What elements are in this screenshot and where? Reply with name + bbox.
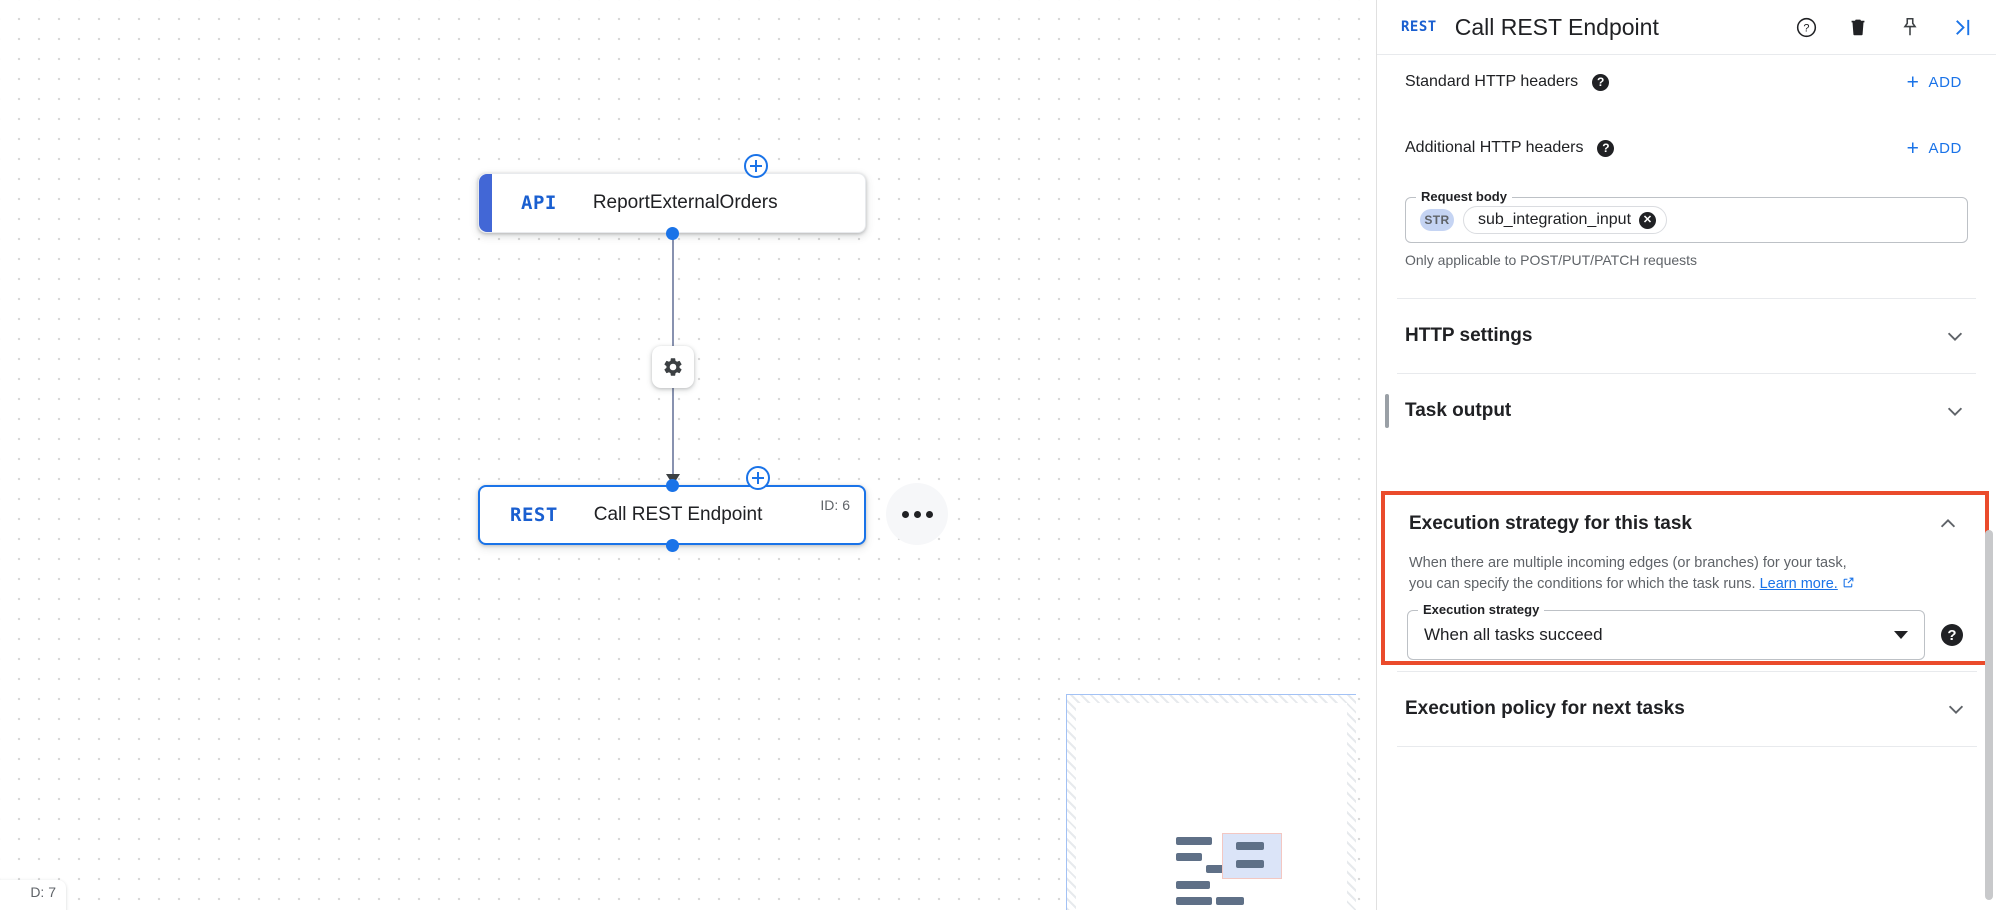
execution-strategy-select[interactable]: Execution strategy When all tasks succee… (1407, 602, 1925, 661)
offscreen-node-card[interactable]: D: 7 (0, 880, 66, 910)
flow-canvas[interactable]: API ReportExternalOrders REST Call REST … (0, 0, 1376, 910)
execution-strategy-value: When all tasks succeed (1424, 625, 1603, 645)
close-icon[interactable]: ✕ (1639, 211, 1657, 229)
section-http-settings[interactable]: HTTP settings (1377, 299, 1996, 373)
edge-settings-button[interactable] (652, 346, 694, 388)
external-link-icon[interactable] (1842, 576, 1855, 589)
add-label: ADD (1928, 139, 1962, 157)
task-output-marker (1385, 394, 1389, 428)
canvas-floating-panel[interactable] (1066, 694, 1356, 910)
chevron-down-icon (1947, 407, 1963, 417)
delete-icon[interactable] (1846, 15, 1870, 39)
execution-strategy-header[interactable]: Execution strategy for this task (1385, 495, 1985, 553)
chip-label: sub_integration_input (1478, 211, 1632, 228)
node-type-badge: REST (510, 504, 558, 526)
node-more-options-button[interactable] (886, 483, 948, 545)
section-title: HTTP settings (1405, 325, 1533, 346)
section-execution-policy[interactable]: Execution policy for next tasks (1377, 672, 1996, 746)
description-line-1: When there are multiple incoming edges (… (1409, 555, 1847, 571)
task-config-panel[interactable]: REST Call REST Endpoint ? Stand (1376, 0, 1996, 910)
more-dot (901, 510, 909, 518)
collapse-panel-icon[interactable] (1950, 15, 1974, 39)
additional-http-headers-label: Additional HTTP headers (1405, 139, 1584, 156)
panel-header: REST Call REST Endpoint ? (1377, 0, 1996, 55)
plus-icon: + (1906, 70, 1920, 94)
add-node-handle[interactable] (744, 154, 768, 178)
request-body-variable-chip[interactable]: sub_integration_input ✕ (1463, 206, 1668, 234)
request-body-type-badge: STR (1420, 209, 1454, 231)
learn-more-link[interactable]: Learn more. (1759, 575, 1838, 592)
standard-http-headers-row: Standard HTTP headers ? + ADD (1377, 59, 1996, 105)
divider (1397, 671, 1977, 672)
chevron-up-icon (1940, 518, 1956, 528)
help-icon[interactable]: ? (1941, 624, 1963, 647)
page-title: Call REST Endpoint (1454, 13, 1659, 40)
node-title: Call REST Endpoint (593, 504, 763, 525)
panel-type-badge: REST (1401, 19, 1437, 35)
section-task-output[interactable]: Task output (1377, 374, 1996, 448)
svg-text:?: ? (1803, 22, 1809, 34)
additional-http-headers-row: Additional HTTP headers ? + ADD (1377, 125, 1996, 171)
panel-inner (1076, 703, 1347, 910)
section-title: Task output (1405, 400, 1512, 421)
node-accent-bar (479, 174, 492, 232)
divider (1397, 298, 1976, 299)
request-body-legend: Request body (1416, 189, 1512, 204)
divider (1397, 373, 1976, 374)
description-line-2: you can specify the conditions for which… (1409, 575, 1756, 592)
panel-scrollbar[interactable] (1985, 0, 1993, 910)
chevron-down-icon (1947, 332, 1963, 342)
node-output-port[interactable] (666, 227, 679, 240)
plus-icon: + (1906, 136, 1920, 160)
node-type-badge: API (521, 192, 557, 214)
add-node-handle[interactable] (746, 466, 770, 490)
panel-body[interactable]: Standard HTTP headers ? + ADD Additional… (1377, 59, 1996, 910)
section-title: Execution strategy for this task (1409, 513, 1692, 534)
node-output-port[interactable] (666, 539, 679, 552)
help-icon[interactable]: ? (1794, 15, 1818, 39)
execution-strategy-description: When there are multiple incoming edges (… (1385, 553, 1985, 594)
node-title: ReportExternalOrders (592, 192, 778, 213)
add-standard-header-button[interactable]: + ADD (1907, 72, 1962, 93)
chevron-down-icon[interactable] (1894, 631, 1908, 640)
help-icon[interactable]: ? (1592, 73, 1610, 91)
pin-icon[interactable] (1898, 15, 1922, 39)
request-body-helper-text: Only applicable to POST/PUT/PATCH reques… (1405, 252, 1698, 268)
help-icon[interactable]: ? (1597, 139, 1615, 157)
execution-strategy-legend: Execution strategy (1418, 602, 1545, 618)
section-title: Execution policy for next tasks (1405, 698, 1685, 719)
node-id-label: ID: 6 (820, 497, 850, 513)
more-dot (913, 510, 921, 518)
execution-strategy-field[interactable]: Execution strategy When all tasks succee… (1385, 602, 1985, 661)
placeholder-illustration (1176, 833, 1306, 905)
scrollbar-thumb[interactable] (1985, 530, 1993, 900)
standard-http-headers-label: Standard HTTP headers (1405, 73, 1579, 90)
offscreen-node-id-label: D: 7 (30, 884, 56, 900)
section-execution-strategy[interactable]: Execution strategy for this task When th… (1381, 491, 1989, 665)
node-input-port[interactable] (666, 479, 679, 492)
flow-node-api[interactable]: API ReportExternalOrders (478, 173, 866, 233)
divider (1397, 746, 1977, 747)
more-dot (925, 510, 933, 518)
add-label: ADD (1928, 73, 1962, 91)
gear-icon (664, 358, 682, 376)
panel-header-actions: ? (1794, 15, 1974, 39)
request-body-field[interactable]: Request body STR sub_integration_input ✕ (1377, 189, 1996, 243)
add-additional-header-button[interactable]: + ADD (1907, 138, 1962, 159)
flow-node-rest[interactable]: REST Call REST Endpoint ID: 6 (478, 485, 866, 545)
chevron-down-icon (1948, 705, 1964, 715)
